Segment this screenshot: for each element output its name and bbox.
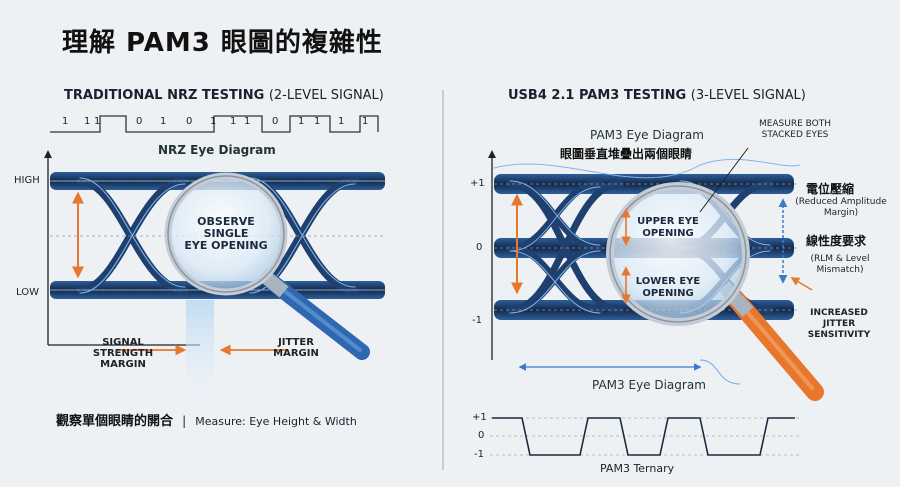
nrz-heading: TRADITIONAL NRZ TESTING (2-LEVEL SIGNAL) <box>64 88 384 103</box>
bit-10: 1 <box>298 116 305 127</box>
pam3-level-plus: +1 <box>470 178 485 189</box>
bit-6: 1 <box>210 116 217 127</box>
bit-1: 1 <box>84 116 91 127</box>
pam3-heading-suffix: (3-LEVEL SIGNAL) <box>690 88 806 103</box>
linearity-requirement-en: (RLM & Level Mismatch) <box>810 254 870 275</box>
bit-13: 1 <box>362 116 369 127</box>
lower-eye-label: LOWER EYE OPENING <box>635 276 701 299</box>
nrz-level-high: HIGH <box>14 175 40 186</box>
bit-9: 0 <box>272 116 279 127</box>
bit-12: 1 <box>338 116 345 127</box>
magnifier-icon <box>164 172 370 360</box>
measure-leader <box>699 147 749 213</box>
nrz-heading-main: TRADITIONAL NRZ TESTING <box>64 88 265 103</box>
bit-0: 1 <box>62 116 69 127</box>
signal-strength-margin-label: SIGNAL STRENGTH MARGIN <box>92 337 154 370</box>
page-title: 理解 PAM3 眼圖的複雜性 <box>62 28 383 58</box>
nrz-bit-waveform <box>50 115 379 133</box>
jitter-margin-label: JITTER MARGIN <box>273 337 319 359</box>
pam3-bottom-label: PAM3 Eye Diagram <box>592 378 706 392</box>
nrz-caption-en: Measure: Eye Height & Width <box>195 415 357 428</box>
nrz-caption-zh: 觀察單個眼睛的開合 <box>56 414 174 429</box>
pam3-diagram-subtitle: 眼圖垂直堆疊出兩個眼睛 <box>560 147 693 161</box>
ternary-level-plus: +1 <box>472 412 487 423</box>
jitter-pointer <box>790 277 813 291</box>
pam3-level-minus: -1 <box>472 315 482 326</box>
upper-eye-label: UPPER EYE OPENING <box>637 216 699 239</box>
pam3-diagram-title: PAM3 Eye Diagram <box>590 128 704 142</box>
bit-4: 1 <box>160 116 167 127</box>
bit-8: 1 <box>244 116 251 127</box>
nrz-lens-text: OBSERVE SINGLE EYE OPENING <box>184 215 268 252</box>
nrz-caption: 觀察單個眼睛的開合 | Measure: Eye Height & Width <box>56 410 357 429</box>
bit-7: 1 <box>230 116 237 127</box>
bit-3: 0 <box>136 116 143 127</box>
measure-both-callout: MEASURE BOTH STACKED EYES <box>758 119 832 140</box>
nrz-diagram-title: NRZ Eye Diagram <box>158 143 276 157</box>
ternary-level-zero: 0 <box>478 430 485 441</box>
pam3-heading: USB4 2.1 PAM3 TESTING (3-LEVEL SIGNAL) <box>508 88 806 103</box>
nrz-center-column <box>186 300 214 400</box>
magnifier-icon <box>606 182 824 401</box>
pam3-heading-main: USB4 2.1 PAM3 TESTING <box>508 88 687 103</box>
bit-5: 0 <box>186 116 193 127</box>
pam3-level-zero: 0 <box>476 242 483 253</box>
pam3-ternary-waveform <box>492 417 795 456</box>
ternary-level-minus: -1 <box>474 449 484 460</box>
nrz-heading-suffix: (2-LEVEL SIGNAL) <box>268 88 384 103</box>
nrz-level-low: LOW <box>16 287 39 298</box>
jitter-sensitivity-label: INCREASED JITTER SENSITIVITY <box>807 308 871 340</box>
amplitude-compression-zh: 電位壓縮 <box>806 182 855 196</box>
nrz-caption-separator: | <box>182 414 187 428</box>
linearity-requirement-zh: 線性度要求 <box>806 234 867 248</box>
bit-11: 1 <box>314 116 321 127</box>
amplitude-compression-en: (Reduced Amplitude Margin) <box>795 197 887 218</box>
bit-2: 1 <box>94 116 101 127</box>
ternary-label: PAM3 Ternary <box>600 462 675 475</box>
